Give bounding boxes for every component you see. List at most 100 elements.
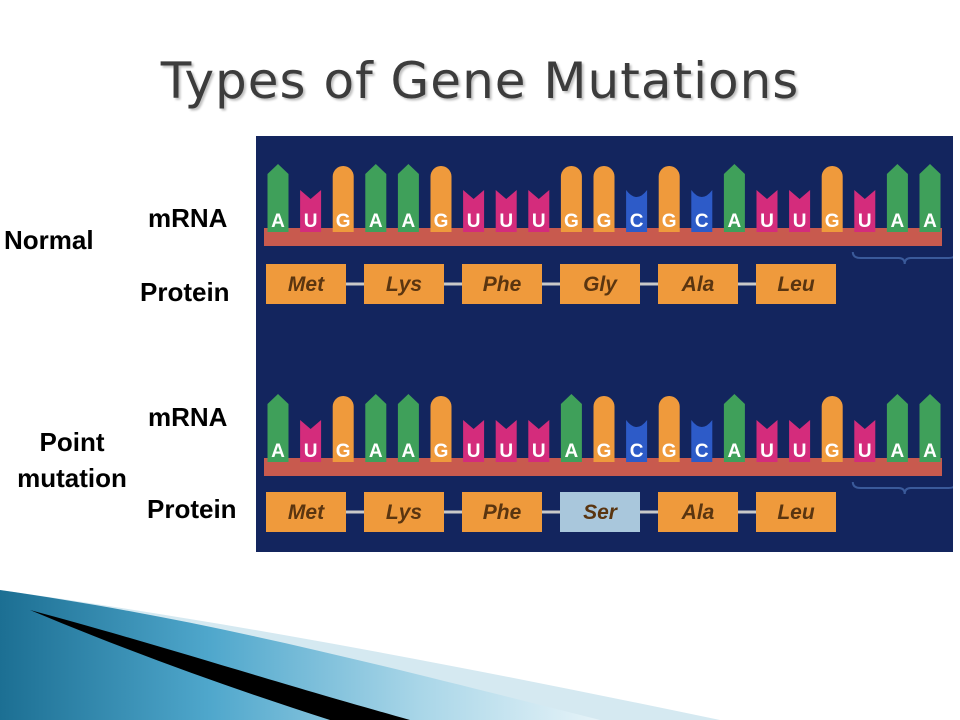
footer-swoosh: [0, 590, 720, 720]
nucleotide-letter: A: [271, 211, 285, 232]
nucleotide-letter: A: [402, 441, 416, 462]
nucleotide-letter: G: [434, 211, 449, 232]
nucleotide-letter: U: [793, 441, 807, 462]
amino-acid-box: [756, 492, 836, 532]
nucleotide-G: [593, 396, 615, 462]
amino-acid-label: Gly: [583, 273, 618, 296]
nucleotide-A: [723, 394, 745, 462]
mrna-backbone: [264, 458, 942, 476]
nucleotide-letter: G: [336, 441, 351, 462]
nucleotide-U: [300, 420, 322, 462]
nucleotide-letter: U: [532, 211, 546, 232]
nucleotide-A: [365, 164, 387, 232]
nucleotide-A: [267, 394, 289, 462]
nucleotide-letter: G: [336, 211, 351, 232]
nucleotide-A: [886, 164, 908, 232]
nucleotide-letter: U: [858, 441, 872, 462]
label-protein-normal: Protein: [140, 277, 230, 307]
nucleotide-letter: A: [369, 211, 383, 232]
nucleotide-U: [495, 420, 517, 462]
nucleotide-G: [560, 166, 582, 232]
nucleotide-A: [267, 164, 289, 232]
normal-protein: Met Lys Phe Gly Ala Leu: [266, 264, 836, 304]
nucleotide-letter: G: [825, 211, 840, 232]
amino-acid-box: [364, 492, 444, 532]
nucleotide-letter: U: [467, 441, 481, 462]
amino-acid-box: [560, 264, 640, 304]
nucleotide-letter: U: [304, 211, 318, 232]
nucleotide-A: [560, 394, 582, 462]
nucleotide-letter: A: [565, 441, 579, 462]
nucleotide-letter: G: [564, 211, 579, 232]
nucleotide-letter: U: [304, 441, 318, 462]
amino-acid-box: [756, 264, 836, 304]
label-mrna-normal: mRNA: [148, 203, 228, 233]
nucleotide-letter: A: [891, 211, 905, 232]
stop-codon-brace: [851, 251, 953, 265]
amino-acid-label: Leu: [777, 273, 815, 296]
label-protein-mutated: Protein: [147, 494, 237, 524]
nucleotide-G: [593, 166, 615, 232]
amino-acid-label: Met: [288, 273, 325, 296]
nucleotide-letter: C: [695, 211, 709, 232]
nucleotide-G: [332, 396, 354, 462]
nucleotide-letter: A: [271, 441, 285, 462]
swoosh-teal: [0, 590, 600, 720]
nucleotide-U: [789, 190, 811, 232]
nucleotide-letter: C: [695, 441, 709, 462]
nucleotide-letter: A: [891, 441, 905, 462]
nucleotide-A: [919, 394, 941, 462]
nucleotide-G: [658, 396, 680, 462]
nucleotide-C: [626, 190, 648, 232]
amino-acid-box: [266, 264, 346, 304]
amino-acid-box: [364, 264, 444, 304]
amino-acid-label: Lys: [386, 501, 422, 524]
amino-acid-label: Ala: [681, 501, 715, 524]
nucleotide-U: [495, 190, 517, 232]
nucleotide-G: [430, 166, 452, 232]
nucleotide-A: [397, 164, 419, 232]
nucleotide-U: [854, 420, 876, 462]
nucleotide-A: [886, 394, 908, 462]
nucleotide-letter: G: [825, 441, 840, 462]
nucleotide-letter: U: [760, 211, 774, 232]
amino-acid-label: Phe: [483, 273, 522, 296]
nucleotide-letter: C: [630, 441, 644, 462]
nucleotide-letter: A: [923, 211, 937, 232]
amino-acid-label: Met: [288, 501, 325, 524]
nucleotide-G: [332, 166, 354, 232]
nucleotide-letter: G: [597, 211, 612, 232]
amino-acid-box: [658, 264, 738, 304]
nucleotide-letter: G: [597, 441, 612, 462]
amino-acid-label: Phe: [483, 501, 522, 524]
nucleotide-U: [756, 420, 778, 462]
amino-acid-box: [462, 264, 542, 304]
nucleotide-U: [789, 420, 811, 462]
nucleotide-letter: U: [499, 211, 513, 232]
amino-acid-box: [266, 492, 346, 532]
amino-acid-box: [658, 492, 738, 532]
nucleotide-C: [626, 420, 648, 462]
nucleotide-G: [821, 396, 843, 462]
nucleotide-G: [658, 166, 680, 232]
amino-acid-label: Ala: [681, 273, 715, 296]
nucleotide-letter: G: [662, 211, 677, 232]
nucleotide-U: [854, 190, 876, 232]
amino-acid-label: Lys: [386, 273, 422, 296]
label-point-mutation: Point mutation: [2, 424, 142, 496]
nucleotide-A: [397, 394, 419, 462]
slide-title: Types of Gene Mutations: [160, 52, 800, 110]
nucleotide-U: [756, 190, 778, 232]
nucleotide-letter: G: [434, 441, 449, 462]
nucleotide-U: [463, 420, 485, 462]
nucleotide-letter: G: [662, 441, 677, 462]
nucleotide-letter: C: [630, 211, 644, 232]
amino-acid-label: Ser: [583, 501, 619, 524]
nucleotide-letter: U: [499, 441, 513, 462]
swoosh-black: [30, 610, 410, 720]
